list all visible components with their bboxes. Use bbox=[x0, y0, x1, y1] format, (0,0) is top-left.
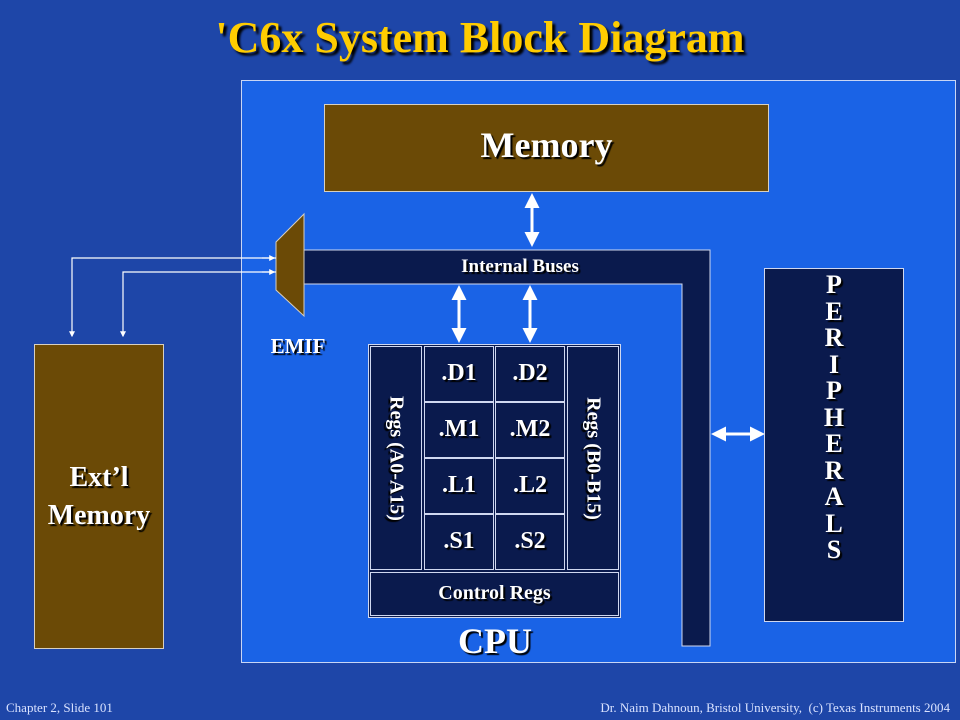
emif-block bbox=[275, 212, 305, 318]
memory-label: Memory bbox=[480, 125, 613, 165]
control-regs-block bbox=[370, 572, 619, 616]
external-memory-label-line2: Memory bbox=[47, 500, 151, 531]
regs-b-label: Regs (B0-B15) bbox=[582, 397, 605, 520]
peripherals-letter: S bbox=[826, 535, 842, 564]
peripherals-block bbox=[764, 268, 904, 622]
slide-title: 'C6x System Block Diagram bbox=[215, 13, 745, 62]
peripherals-letter: P bbox=[826, 376, 842, 405]
emif-ext-line-outer bbox=[69, 257, 276, 338]
cpu-label: CPU bbox=[458, 621, 532, 661]
unit-s1-label: .S1 bbox=[443, 528, 475, 554]
footer-right: Dr. Naim Dahnoun, Bristol University, (c… bbox=[600, 700, 950, 715]
unit-s1 bbox=[424, 514, 494, 570]
unit-l2 bbox=[495, 458, 565, 514]
unit-m2 bbox=[495, 402, 565, 458]
internal-buses-label: Internal Buses bbox=[461, 256, 579, 277]
external-memory-label-line1: Ext’l bbox=[69, 462, 129, 493]
regs-b-block bbox=[567, 346, 619, 570]
unit-s2-label: .S2 bbox=[514, 528, 546, 554]
external-memory-block bbox=[34, 344, 164, 649]
unit-m2-label: .M2 bbox=[509, 416, 551, 442]
peripherals-letter: R bbox=[824, 323, 844, 352]
footer-left: Chapter 2, Slide 101 bbox=[6, 700, 113, 715]
peripherals-letter: R bbox=[824, 455, 844, 485]
peripherals-letter: I bbox=[828, 349, 840, 379]
unit-d2 bbox=[495, 346, 565, 402]
unit-d1 bbox=[424, 346, 494, 402]
peripherals-letter: L bbox=[825, 508, 843, 538]
regs-a-block bbox=[370, 346, 422, 570]
unit-l2-label: .L2 bbox=[512, 472, 547, 498]
peripherals-letter: E bbox=[825, 296, 843, 326]
peripherals-letter: A bbox=[824, 482, 844, 511]
control-regs-label: Control Regs bbox=[438, 582, 551, 604]
unit-m1-label: .M1 bbox=[438, 416, 480, 442]
unit-l1-label: .L1 bbox=[441, 472, 476, 498]
peripherals-letter: H bbox=[823, 402, 845, 432]
emif-label: EMIF bbox=[270, 334, 326, 358]
memory-block bbox=[324, 104, 769, 192]
unit-m1 bbox=[424, 402, 494, 458]
emif-ext-line-inner bbox=[120, 271, 276, 338]
unit-d1-label: .D1 bbox=[441, 360, 477, 386]
unit-d2-label: .D2 bbox=[512, 360, 548, 386]
peripherals-letter: E bbox=[825, 429, 843, 458]
regs-a-label: Regs (A0-A15) bbox=[385, 396, 408, 521]
peripherals-label: P E R I P H E R A L S bbox=[764, 270, 904, 564]
peripherals-letter: P bbox=[826, 270, 842, 299]
unit-l1 bbox=[424, 458, 494, 514]
unit-s2 bbox=[495, 514, 565, 570]
